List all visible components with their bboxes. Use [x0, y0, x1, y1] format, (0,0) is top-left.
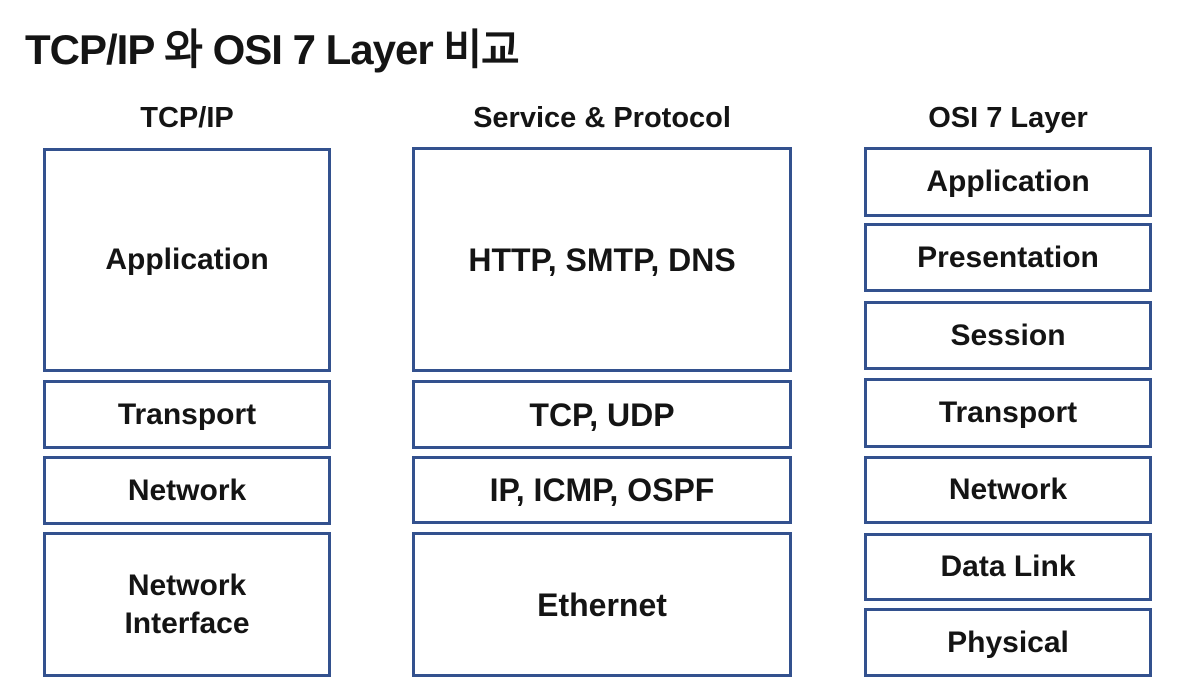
osi-layer-transport: Transport: [864, 378, 1152, 448]
osi-layer-presentation: Presentation: [864, 223, 1152, 292]
osi-layer-transport-label: Transport: [938, 396, 1078, 430]
osi-layer-application: Application: [864, 147, 1152, 217]
page-title: TCP/IP 와 OSI 7 Layer 비교: [25, 26, 520, 73]
protocol-box-tcp-udp-label: TCP, UDP: [529, 396, 675, 433]
osi-layer-presentation-label: Presentation: [917, 240, 1099, 274]
osi-layer-session: Session: [864, 301, 1152, 370]
protocol-box-http-smtp-dns: HTTP, SMTP, DNS: [412, 147, 792, 372]
tcpip-layer-network: Network: [43, 456, 331, 525]
osi-layer-data-link-label: Data Link: [940, 550, 1076, 584]
tcpip-layer-network-interface-label: Network Interface: [124, 569, 250, 640]
tcpip-layer-network-label: Network: [127, 473, 247, 507]
osi-layer-network-label: Network: [948, 473, 1068, 507]
tcpip-layer-network-interface: Network Interface: [43, 532, 331, 677]
column-header-service-protocol: Service & Protocol: [473, 102, 731, 134]
osi-layer-physical: Physical: [864, 608, 1152, 677]
protocol-box-ip-icmp-ospf: IP, ICMP, OSPF: [412, 456, 792, 524]
protocol-box-ip-icmp-ospf-label: IP, ICMP, OSPF: [489, 472, 715, 508]
tcpip-layer-transport: Transport: [43, 380, 331, 449]
protocol-box-ethernet: Ethernet: [412, 532, 792, 677]
protocol-box-ethernet-label: Ethernet: [537, 586, 667, 623]
osi-layer-session-label: Session: [950, 318, 1066, 352]
osi-layer-application-label: Application: [926, 165, 1090, 199]
column-header-tcpip: TCP/IP: [140, 102, 234, 134]
osi-layer-data-link: Data Link: [864, 533, 1152, 601]
tcpip-layer-application: Application: [43, 148, 331, 372]
osi-layer-physical-label: Physical: [947, 625, 1069, 659]
tcpip-layer-application-label: Application: [105, 243, 269, 277]
protocol-box-tcp-udp: TCP, UDP: [412, 380, 792, 449]
tcpip-layer-transport-label: Transport: [117, 397, 257, 431]
column-header-osi-7-layer: OSI 7 Layer: [928, 102, 1088, 134]
osi-layer-network: Network: [864, 456, 1152, 524]
protocol-box-http-smtp-dns-label: HTTP, SMTP, DNS: [468, 241, 736, 278]
